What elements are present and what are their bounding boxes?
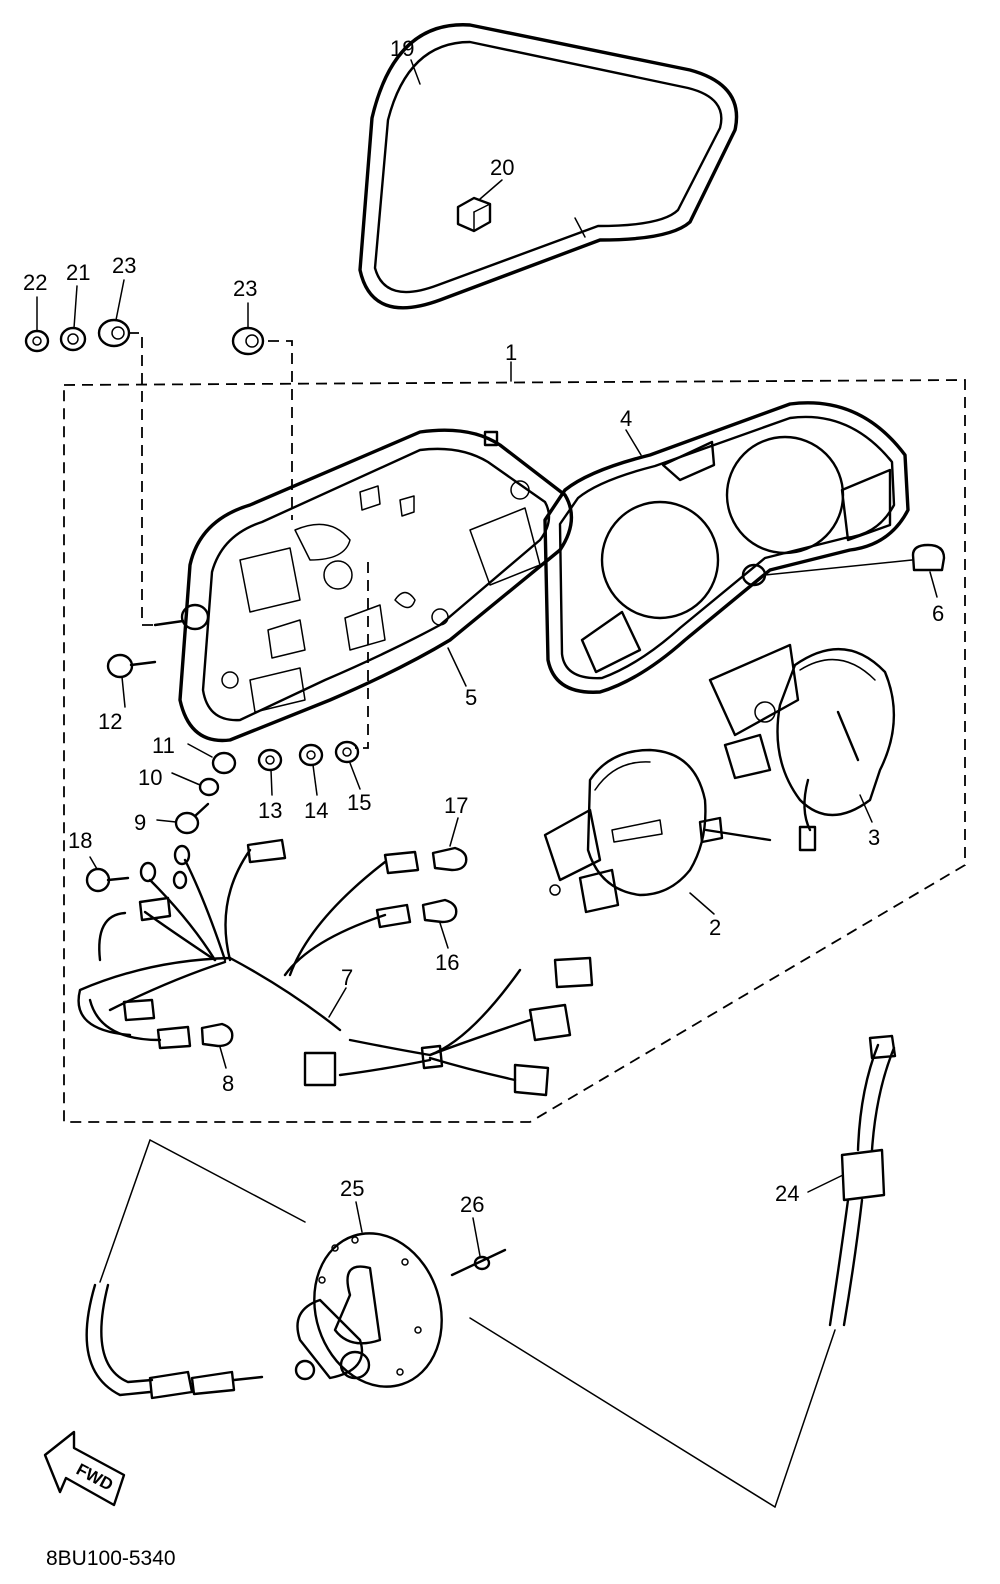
callout-8: 8 (222, 1071, 234, 1096)
callout-labels: 1 2 3 4 5 6 7 8 9 10 11 12 13 14 15 16 1… (23, 36, 944, 1217)
part-23-grommet-right (231, 326, 265, 356)
callout-5: 5 (465, 685, 477, 710)
part-10-washer (198, 777, 220, 797)
forward-direction-arrow: FWD (43, 1430, 126, 1507)
assembly-guide-lines (128, 332, 369, 749)
callout-10: 10 (138, 765, 162, 790)
part-19-meter-cover (358, 23, 739, 310)
part-26-pin (450, 1248, 507, 1277)
callout-23-right: 23 (233, 276, 257, 301)
assembly-boundary-part-1 (63, 361, 966, 1123)
callout-3: 3 (868, 825, 880, 850)
part-8-bulb (200, 1022, 234, 1048)
callout-12: 12 (98, 709, 122, 734)
part-12-screw (106, 653, 157, 679)
part-16-bulb (421, 898, 458, 924)
cable-routing-lines (99, 1139, 836, 1508)
callout-17: 17 (444, 793, 468, 818)
part-13-nut (257, 748, 283, 772)
part-17-bulb (431, 846, 468, 872)
callout-9: 9 (134, 810, 146, 835)
diagram-code: 8BU100-5340 (46, 1547, 176, 1570)
callout-21: 21 (66, 260, 90, 285)
callout-1: 1 (505, 340, 517, 365)
callout-4: 4 (620, 406, 632, 431)
callout-18: 18 (68, 828, 92, 853)
callout-23-left: 23 (112, 253, 136, 278)
callout-24: 24 (775, 1181, 799, 1206)
part-4-meter-panel (543, 401, 910, 694)
leader-lines (36, 59, 938, 1257)
part-9-screw (174, 802, 210, 835)
part-6-bulb (764, 543, 946, 576)
part-25-meter-gear-unit (294, 1232, 443, 1388)
part-3-tachometer (708, 643, 896, 852)
part-21-washer (59, 326, 87, 352)
callout-25: 25 (340, 1176, 364, 1201)
part-15-grommet (334, 740, 360, 764)
callout-26: 26 (460, 1192, 484, 1217)
callout-19: 19 (390, 36, 414, 61)
callout-20: 20 (490, 155, 514, 180)
part-23-grommet-left (97, 318, 131, 348)
part-2-speedometer (543, 748, 772, 914)
callout-22: 22 (23, 270, 47, 295)
speedometer-cable-lower (85, 1283, 264, 1400)
part-18-screw (85, 867, 130, 893)
callout-16: 16 (435, 950, 459, 975)
callout-7: 7 (341, 965, 353, 990)
callout-13: 13 (258, 798, 282, 823)
part-7-wire-harness (77, 838, 594, 1097)
part-24-meter-cable (828, 1034, 897, 1327)
part-5-meter-case (153, 428, 574, 743)
callout-6: 6 (932, 601, 944, 626)
part-14-washer (298, 743, 324, 767)
part-22-nut (24, 329, 50, 353)
callout-2: 2 (709, 915, 721, 940)
fwd-label: FWD (73, 1460, 116, 1495)
callout-11: 11 (152, 733, 175, 758)
part-20-cover-grommet (456, 196, 492, 233)
part-11-nut (211, 751, 237, 775)
callout-14: 14 (304, 798, 328, 823)
callout-15: 15 (347, 790, 371, 815)
